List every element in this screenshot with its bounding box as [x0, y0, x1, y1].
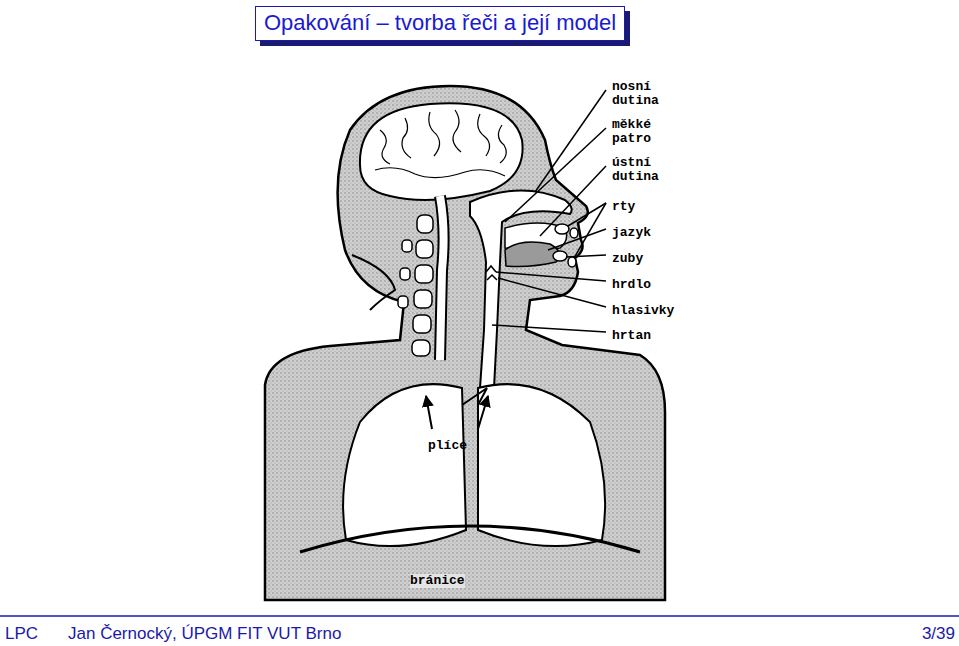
brain-folds	[375, 110, 506, 178]
label-wrap: 3/39	[922, 624, 955, 644]
part-label: ústní dutina	[612, 156, 686, 184]
airflow-arrow	[478, 396, 488, 429]
part-label: zuby	[612, 252, 643, 266]
part-label: hrtan	[612, 329, 651, 343]
label-wrap: hlasivky	[612, 300, 702, 318]
label-wrap: nosní dutina	[612, 80, 686, 108]
label-wrap: hrdlo	[612, 274, 702, 292]
part-label: hrdlo	[612, 278, 651, 292]
label-wrap: ústní dutina	[612, 156, 686, 184]
right-lung	[478, 384, 605, 546]
tongue	[505, 242, 559, 267]
part-label: plíce	[428, 439, 467, 453]
part-label: jazyk	[612, 226, 651, 240]
title-box: Opakování – tvorba řeči a její model	[255, 6, 625, 41]
leader-lines	[492, 90, 606, 332]
footer-text: 3/39	[922, 624, 955, 644]
label-wrap: LPC	[5, 624, 38, 644]
teeth	[553, 224, 578, 267]
vocal-folds	[486, 266, 497, 280]
left-lung	[343, 384, 466, 546]
bronchi	[462, 388, 487, 405]
label-wrap: plíce	[428, 435, 498, 453]
label-wrap: hrtan	[612, 325, 702, 343]
part-label: hlasivky	[612, 304, 674, 318]
diaphragm	[300, 526, 640, 552]
part-label: bránice	[410, 574, 465, 588]
footer-text: Jan Černocký, ÚPGM FIT VUT Brno	[68, 624, 341, 644]
label-wrap: měkké patro	[612, 118, 686, 146]
spinal-cord	[440, 196, 444, 360]
label-wrap: bránice	[410, 570, 500, 588]
part-label: měkké patro	[612, 118, 686, 146]
vertebrae	[398, 215, 433, 356]
footer-rule	[0, 615, 959, 617]
brain	[360, 103, 523, 200]
label-wrap: jazyk	[612, 222, 702, 240]
label-wrap: rty	[612, 196, 702, 214]
body-silhouette	[265, 86, 665, 600]
slide-title: Opakování – tvorba řeči a její model	[264, 10, 616, 35]
airflow-arrow	[426, 396, 432, 429]
label-wrap: zuby	[612, 248, 702, 266]
footer-text: LPC	[5, 624, 38, 644]
part-label: rty	[612, 200, 635, 214]
nasal-cavity	[470, 190, 572, 388]
neck-outline	[352, 255, 395, 310]
part-label: nosní dutina	[612, 80, 686, 108]
label-wrap: Jan Černocký, ÚPGM FIT VUT Brno	[68, 624, 341, 644]
